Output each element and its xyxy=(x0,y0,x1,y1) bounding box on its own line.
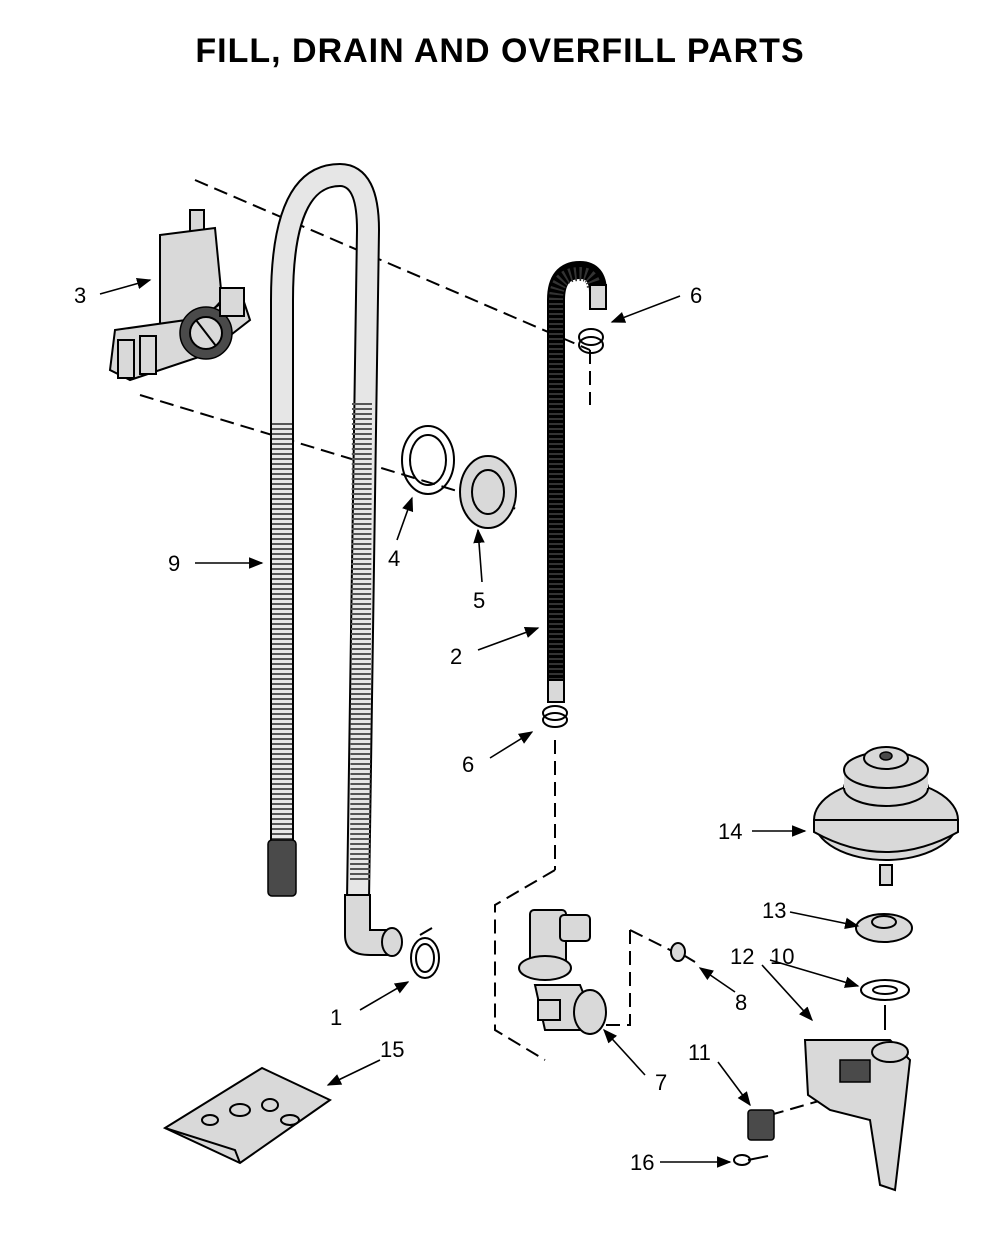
part-16-wire-clip xyxy=(733,1154,769,1166)
part-9-drain-hose xyxy=(267,163,403,957)
callout-8: 8 xyxy=(735,990,747,1015)
callout-3: 3 xyxy=(74,283,86,308)
alignment-lines xyxy=(139,179,841,1116)
callout-2: 2 xyxy=(450,644,462,669)
callout-16: 16 xyxy=(630,1150,654,1175)
callout-labels: 3 6 9 4 5 2 6 14 13 12 10 8 1 15 11 7 16 xyxy=(74,283,794,1175)
callout-6-lower: 6 xyxy=(462,752,474,777)
callout-13: 13 xyxy=(762,898,786,923)
page-title: FILL, DRAIN AND OVERFILL PARTS xyxy=(195,32,805,70)
callout-11: 11 xyxy=(688,1040,711,1065)
part-12-switch-bracket xyxy=(803,1039,912,1192)
part-5-nut xyxy=(459,455,517,529)
part-2-fill-hose xyxy=(547,261,607,703)
callout-5: 5 xyxy=(473,588,485,613)
part-11-switch xyxy=(747,1109,775,1141)
part-4-washer xyxy=(401,425,455,495)
callout-9: 9 xyxy=(168,551,180,576)
part-10-gasket xyxy=(860,979,910,1030)
part-13-nut xyxy=(855,913,913,943)
part-15-parts-bag xyxy=(162,1066,332,1165)
callout-7: 7 xyxy=(655,1070,667,1095)
leader-arrows xyxy=(99,277,860,1168)
callout-12: 12 xyxy=(730,944,754,969)
callout-14: 14 xyxy=(718,819,742,844)
part-6-clamp-upper xyxy=(578,328,604,354)
part-1-hose-clamp xyxy=(410,927,440,979)
callout-15: 15 xyxy=(380,1037,404,1062)
callout-6-upper: 6 xyxy=(690,283,702,308)
part-7-water-valve xyxy=(518,909,607,1035)
callout-10: 10 xyxy=(770,944,794,969)
callout-1: 1 xyxy=(330,1005,342,1030)
part-3-vent-assembly xyxy=(108,209,252,382)
part-6-clamp-lower xyxy=(542,705,568,728)
callout-4: 4 xyxy=(388,546,400,571)
part-14-float xyxy=(813,746,959,886)
part-8-screw xyxy=(670,942,696,963)
